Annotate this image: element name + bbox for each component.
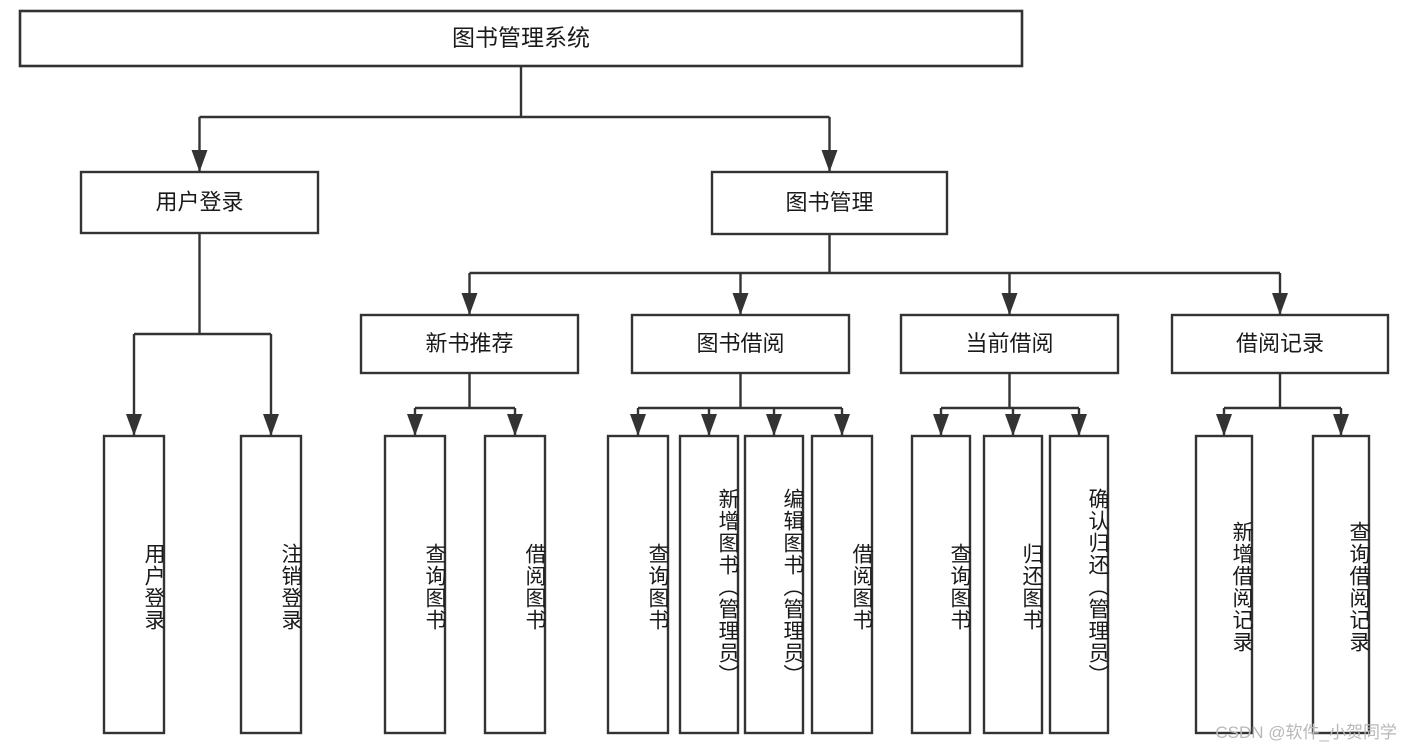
node-label-root: 图书管理系统	[452, 25, 590, 51]
connector-layer	[126, 66, 1349, 436]
book-manage-arrow-0	[461, 293, 478, 315]
book-manage-arrow-2	[1001, 293, 1018, 315]
node-label-user-login: 用户登录	[155, 189, 243, 214]
node-label-current-borrow: 当前借阅	[965, 331, 1053, 356]
node-box-root[interactable]	[18, 9, 1024, 68]
node-box-nbr-query-book[interactable]	[383, 434, 447, 735]
current-borrow-arrow-0	[933, 414, 949, 436]
book-borrow-arrow-1	[701, 414, 717, 436]
root-arrow-1	[821, 150, 838, 172]
node-box-leaf-user-login[interactable]	[102, 434, 166, 735]
node-box-cb-return-book[interactable]	[982, 434, 1044, 735]
node-box-bb-edit-book[interactable]	[743, 434, 805, 735]
node-box-cb-query-book[interactable]	[910, 434, 972, 735]
node-box-br-query-record[interactable]	[1311, 434, 1371, 735]
book-manage-arrow-1	[732, 293, 749, 315]
node-box-cb-confirm-return[interactable]	[1048, 434, 1110, 735]
node-box-user-login[interactable]	[79, 170, 320, 235]
node-label-borrow-record: 借阅记录	[1236, 331, 1324, 356]
user-login-arrow-1	[263, 414, 279, 436]
node-box-bb-add-book[interactable]	[678, 434, 740, 735]
box-layer	[18, 9, 1390, 735]
book-borrow-arrow-3	[834, 414, 850, 436]
borrow-record-arrow-1	[1333, 414, 1349, 436]
node-box-new-book-rec[interactable]	[359, 313, 580, 375]
node-label-book-manage: 图书管理	[785, 190, 873, 215]
user-login-arrow-0	[126, 414, 142, 436]
new-book-rec-arrow-1	[507, 414, 523, 436]
node-box-br-add-record[interactable]	[1194, 434, 1254, 735]
current-borrow-arrow-2	[1071, 414, 1087, 436]
node-box-bb-borrow-book[interactable]	[810, 434, 874, 735]
borrow-record-arrow-0	[1216, 414, 1232, 436]
node-box-bb-query-book[interactable]	[606, 434, 670, 735]
node-box-nbr-borrow-book[interactable]	[483, 434, 547, 735]
node-box-borrow-record[interactable]	[1170, 313, 1390, 375]
node-box-leaf-logout[interactable]	[239, 434, 303, 735]
watermark: CSDN @软件_小贺同学	[1215, 723, 1397, 742]
node-box-current-borrow[interactable]	[899, 313, 1120, 375]
book-borrow-arrow-2	[766, 414, 782, 436]
node-box-book-borrow[interactable]	[630, 313, 851, 375]
node-label-book-borrow: 图书借阅	[696, 331, 784, 356]
current-borrow-arrow-1	[1005, 414, 1021, 436]
book-borrow-arrow-0	[630, 414, 646, 436]
root-arrow-0	[191, 150, 208, 172]
new-book-rec-arrow-0	[407, 414, 423, 436]
book-manage-arrow-3	[1272, 293, 1288, 315]
node-label-new-book-rec: 新书推荐	[425, 331, 513, 356]
node-box-book-manage[interactable]	[710, 170, 949, 236]
